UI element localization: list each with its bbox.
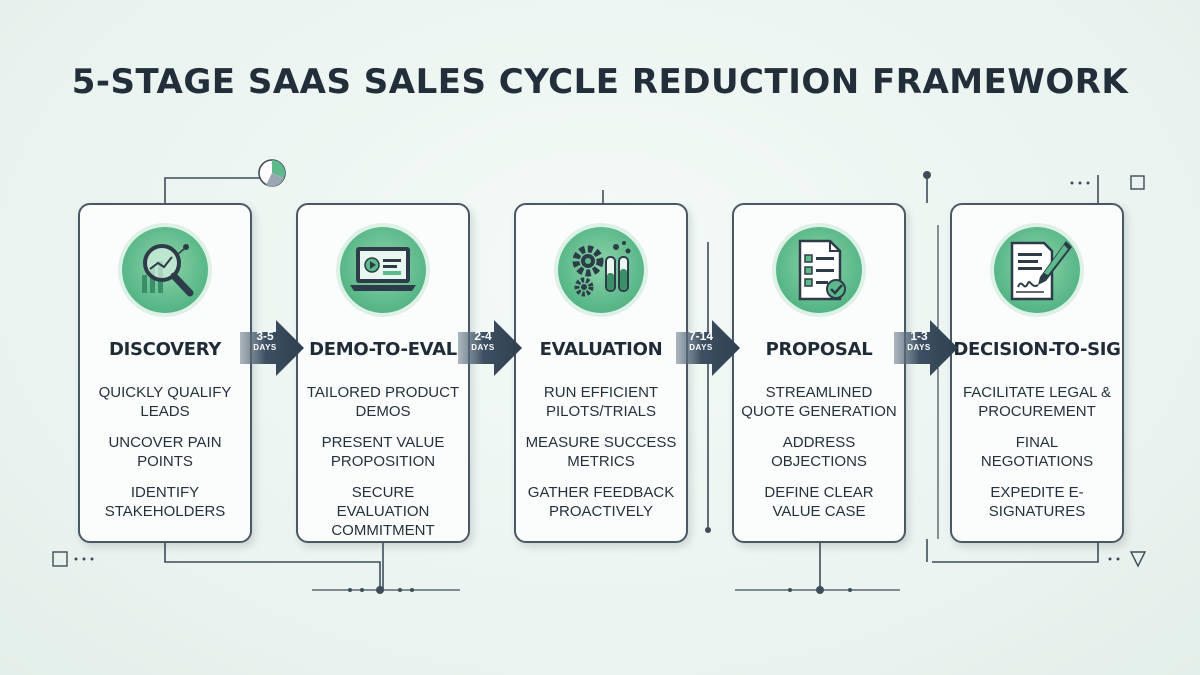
duration-unit: DAYS: [253, 343, 277, 352]
stage-card-evaluation: EVALUATION RUN EFFICIENT PILOTS/TRIALS M…: [514, 203, 688, 543]
laptop-video-icon: [340, 227, 426, 313]
stage-item: STREAMLINED QUOTE GENERATION: [741, 384, 897, 420]
stage-name: PROPOSAL: [765, 339, 873, 360]
magnifier-chart-icon: [122, 227, 208, 313]
stage-item: GATHER FEEDBACK PROACTIVELY: [527, 484, 675, 520]
duration-label: 3-5: [256, 329, 274, 343]
stage-name: DECISION-TO-SIG: [953, 339, 1121, 360]
document-pen-signature-icon: [994, 227, 1080, 313]
stage-name: DEMO-TO-EVAL: [309, 339, 457, 360]
stage-item: ADDRESS OBJECTIONS: [771, 434, 867, 470]
stage-item: IDENTIFY STAKEHOLDERS: [104, 484, 226, 520]
stage-card-discovery: DISCOVERY QUICKLY QUALIFY LEADS UNCOVER …: [78, 203, 252, 543]
stage-card-demo-to-eval: DEMO-TO-EVAL TAILORED PRODUCT DEMOS PRES…: [296, 203, 470, 543]
stage-item: TAILORED PRODUCT DEMOS: [306, 384, 460, 420]
checklist-document-icon: [776, 227, 862, 313]
duration-label: 2-4: [474, 329, 492, 343]
stage-item: SECURE EVALUATION COMMITMENT: [331, 484, 435, 539]
duration-label: 1-3: [910, 329, 928, 343]
stage-item: FACILITATE LEGAL & PROCUREMENT: [962, 384, 1112, 420]
duration-unit: DAYS: [907, 343, 931, 352]
stage-item: UNCOVER PAIN POINTS: [108, 434, 222, 470]
stage-name: EVALUATION: [539, 339, 663, 360]
page-title: 5-STAGE SAAS SALES CYCLE REDUCTION FRAME…: [71, 62, 1129, 102]
stage-item: QUICKLY QUALIFY LEADS: [98, 384, 232, 420]
gears-testtubes-icon: [558, 227, 644, 313]
stage-card-decision-to-sig: DECISION-TO-SIG FACILITATE LEGAL & PROCU…: [950, 203, 1124, 543]
stage-item: DEFINE CLEAR VALUE CASE: [764, 484, 874, 520]
stage-name: DISCOVERY: [108, 339, 222, 360]
stage-item: RUN EFFICIENT PILOTS/TRIALS: [543, 384, 659, 420]
duration-unit: DAYS: [471, 343, 495, 352]
duration-unit: DAYS: [689, 343, 713, 352]
stage-item: MEASURE SUCCESS METRICS: [525, 434, 677, 470]
stage-item: EXPEDITE E-SIGNATURES: [988, 484, 1086, 520]
stage-item: PRESENT VALUE PROPOSITION: [321, 434, 445, 470]
pie-chart-icon: [258, 159, 286, 187]
stage-card-proposal: PROPOSAL STREAMLINED QUOTE GENERATION AD…: [732, 203, 906, 543]
duration-label: 7-14: [688, 329, 714, 343]
stage-item: FINAL NEGOTIATIONS: [980, 434, 1094, 470]
